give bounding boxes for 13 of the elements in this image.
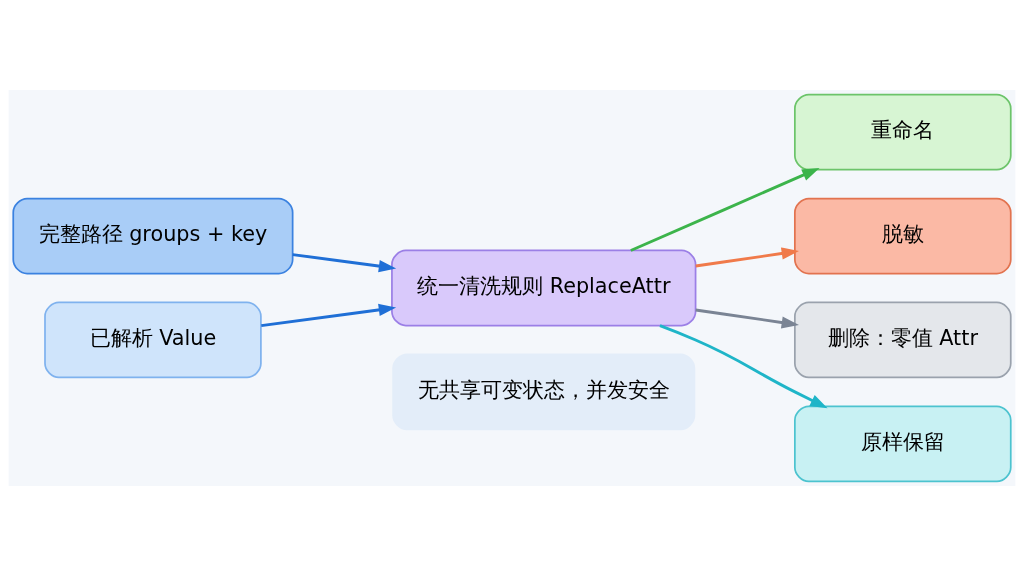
node-box: 原样保留 <box>794 405 1012 483</box>
node-box: 统一清洗规则 ReplaceAttr <box>391 249 697 327</box>
arrow <box>659 324 828 409</box>
node-box: 完整路径 groups + key <box>12 197 294 275</box>
arrow <box>695 308 799 329</box>
node-box: 删除：零值 Attr <box>794 301 1012 379</box>
node-box: 已解析 Value <box>44 301 262 379</box>
arrow <box>292 253 397 273</box>
node-box: 重命名 <box>794 93 1012 171</box>
arrow <box>630 168 820 252</box>
node-box: 脱敏 <box>794 197 1012 275</box>
arrow <box>695 247 799 268</box>
arrow <box>261 303 397 328</box>
